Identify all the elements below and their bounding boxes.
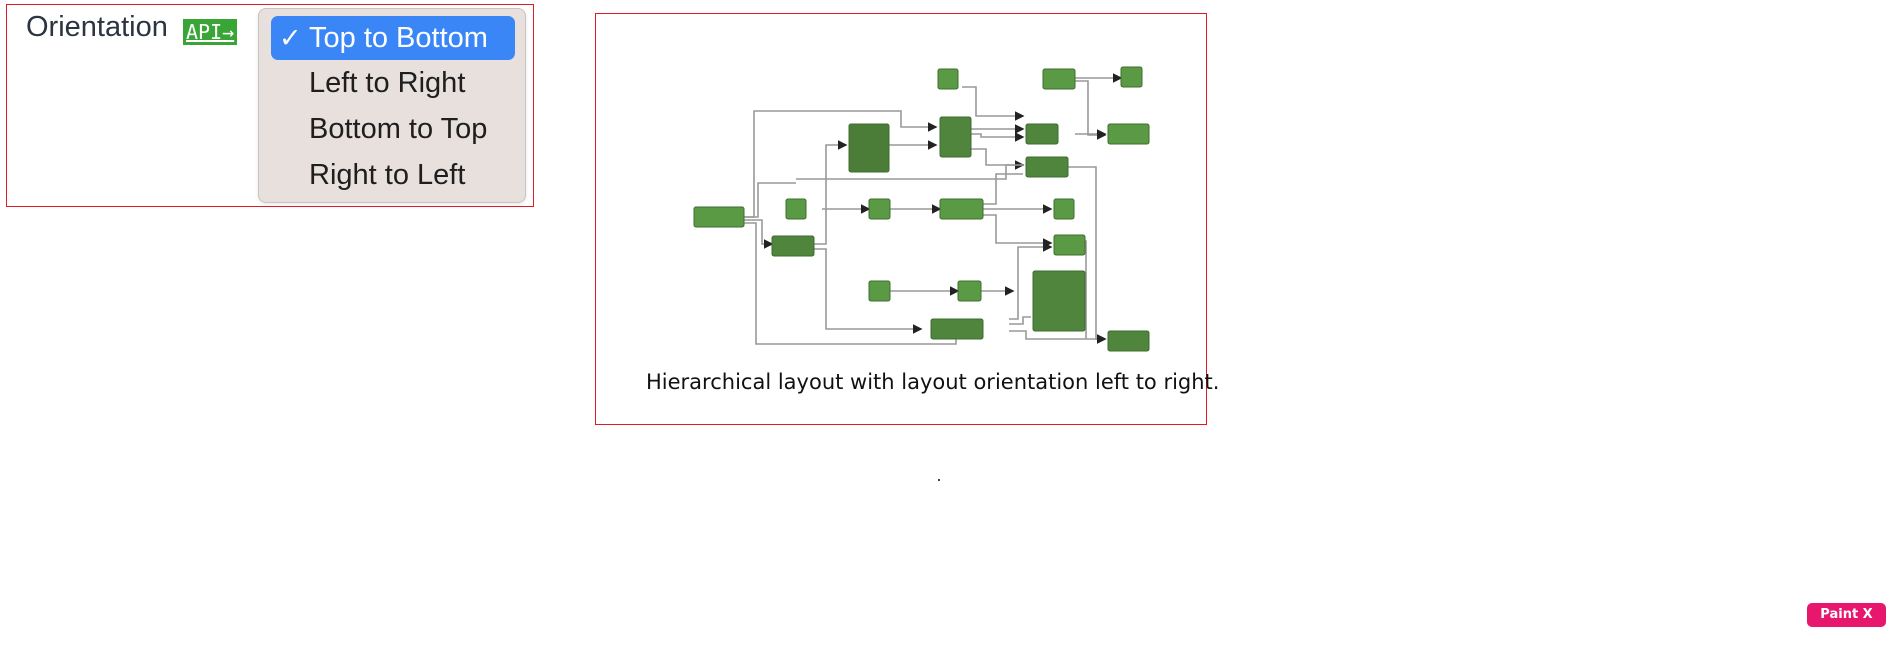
graph-node <box>939 116 972 158</box>
option-left-to-right[interactable]: Left to Right <box>271 61 515 105</box>
graph-node <box>868 198 891 220</box>
graph-node <box>1107 330 1150 352</box>
graph-edge <box>983 173 1023 205</box>
graph-node <box>771 235 815 257</box>
layout-example-figure: Hierarchical layout with layout orientat… <box>595 13 1219 425</box>
graph-node <box>693 206 745 228</box>
orientation-option-panel: Orientation API→ 1 ✓ Top to Bottom Left … <box>6 4 534 207</box>
graph-edge <box>796 164 1023 180</box>
graph-node <box>848 123 890 173</box>
checkmark-icon: ✓ <box>279 23 302 53</box>
graph-edge <box>962 86 1025 121</box>
graph-edge <box>971 132 1025 142</box>
graph-edge <box>983 214 1053 248</box>
graph-node <box>1107 123 1150 145</box>
graph-node <box>1120 66 1143 88</box>
graph-edge <box>744 182 796 218</box>
option-label: Top to Bottom <box>309 22 488 54</box>
option-bottom-to-top[interactable]: Bottom to Top <box>271 107 515 151</box>
graph-node <box>930 318 984 340</box>
graph-node <box>937 68 959 90</box>
graph-node <box>1053 234 1086 256</box>
graph-edge <box>1075 80 1107 140</box>
graph-node <box>868 280 891 302</box>
graph-edge <box>814 140 848 245</box>
graph-node <box>957 280 982 302</box>
graph-edge <box>744 219 774 249</box>
option-label: Right to Left <box>309 159 466 191</box>
orientation-label: Orientation <box>26 11 168 43</box>
graph-edge <box>744 110 938 218</box>
option-top-to-bottom[interactable]: ✓ Top to Bottom <box>271 16 515 60</box>
graph-node <box>785 198 807 220</box>
orientation-dropdown-menu[interactable]: ✓ Top to Bottom Left to Right Bottom to … <box>258 8 526 203</box>
hierarchical-graph-diagram <box>693 66 1150 352</box>
graph-edge <box>1009 316 1031 325</box>
option-label: Left to Right <box>309 67 466 99</box>
api-link[interactable]: API→ <box>183 19 238 45</box>
paint-x-lite-badge[interactable]: Paint X lite <box>1807 603 1886 646</box>
option-right-to-left[interactable]: Right to Left <box>271 153 515 197</box>
graph-edge <box>814 248 923 334</box>
graph-node <box>1025 156 1069 178</box>
graph-node <box>1032 270 1086 332</box>
graph-edge <box>971 148 1025 170</box>
graph-node <box>1053 198 1075 220</box>
option-label: Bottom to Top <box>309 113 488 145</box>
graph-edge <box>744 222 957 345</box>
graph-node <box>1042 68 1076 90</box>
figure-caption: Hierarchical layout with layout orientat… <box>646 370 1220 394</box>
graph-node <box>1025 123 1059 145</box>
stray-dot <box>938 479 940 481</box>
graph-edge <box>1009 242 1053 320</box>
graph-node <box>939 198 984 220</box>
graph-edge <box>1009 330 1107 344</box>
